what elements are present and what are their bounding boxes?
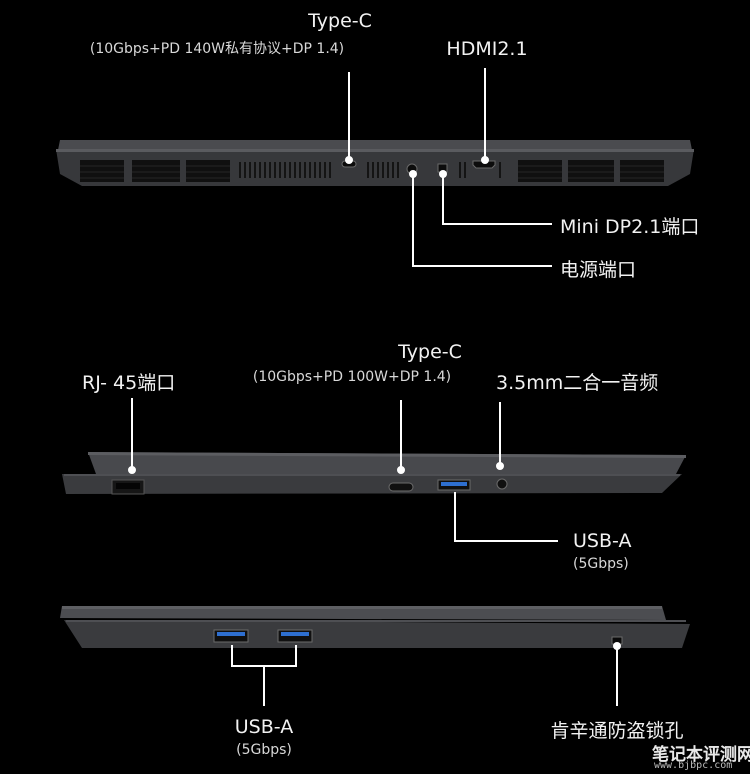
audio-jack <box>496 478 508 490</box>
audio-label: 3.5mm二合一音频 <box>496 372 659 394</box>
left-typec-port <box>388 482 414 492</box>
left-typec-spec: (10Gbps+PD 100W+DP 1.4) <box>252 369 452 385</box>
right-usba-title: USB-A <box>234 716 294 738</box>
watermark-name: 笔记本评测网 <box>652 745 750 765</box>
right-callout-lines <box>231 642 621 706</box>
rear-typec-title: Type-C <box>308 10 372 32</box>
left-callout-lines <box>128 398 558 542</box>
rear-vent-right-1 <box>518 160 562 182</box>
rear-vent-left-3 <box>186 160 230 182</box>
lock-label: 肯辛通防盗锁孔 <box>550 720 684 742</box>
left-typec-title: Type-C <box>398 341 462 363</box>
left-usba-title: USB-A <box>573 530 632 552</box>
rear-minidp-label: Mini DP2.1端口 <box>560 216 700 238</box>
right-view-laptop <box>60 606 690 648</box>
rear-vent-right-2 <box>568 160 614 182</box>
rear-callout-lines <box>345 68 552 267</box>
rear-vent-right-3 <box>620 160 664 182</box>
rear-hdmi-label: HDMI2.1 <box>446 38 528 60</box>
rear-grille <box>239 162 501 178</box>
left-usba-spec: (5Gbps) <box>573 556 629 572</box>
rear-view-laptop <box>56 140 694 186</box>
left-view-laptop <box>62 452 686 495</box>
watermark-url: www.bjbpc.com <box>654 760 733 771</box>
rear-typec-spec: (10Gbps+PD 140W私有协议+DP 1.4) <box>89 41 345 57</box>
rear-vent-left-1 <box>80 160 124 182</box>
rj45-label: RJ- 45端口 <box>82 372 176 394</box>
rear-power-label: 电源端口 <box>560 259 637 281</box>
right-usba-spec: (5Gbps) <box>236 742 292 758</box>
rear-vent-left-2 <box>132 160 180 182</box>
rear-hdmi-port <box>472 160 496 169</box>
